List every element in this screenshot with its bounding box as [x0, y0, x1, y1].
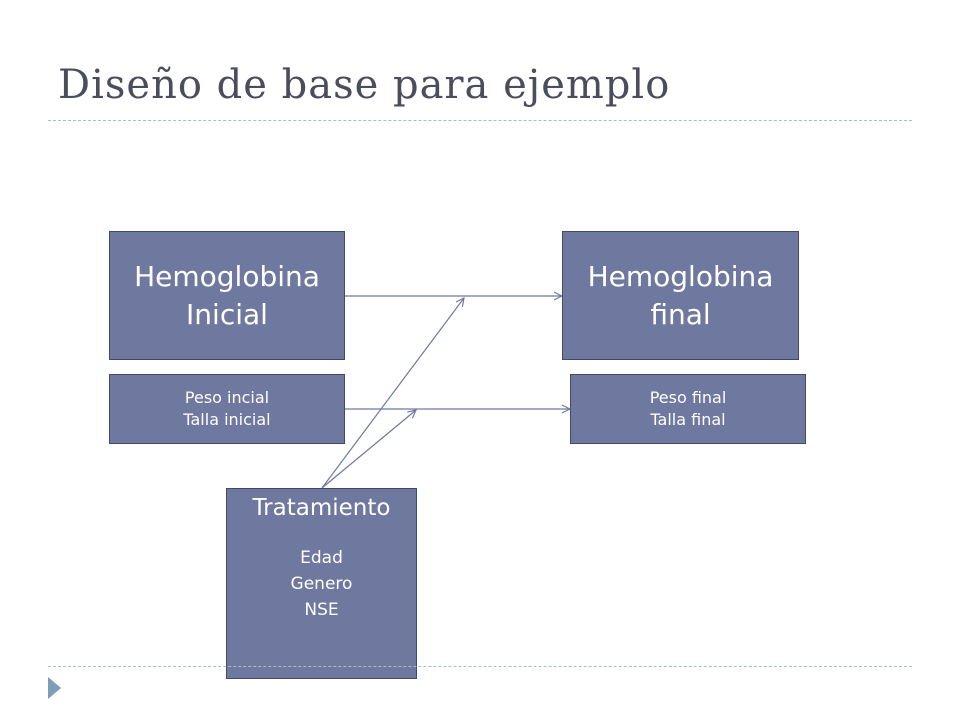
footer-divider — [48, 666, 912, 667]
anthro-final-line1: Peso final — [649, 388, 727, 407]
arrow-treatment-to-anthro — [321, 410, 416, 489]
hb-initial-line1: Hemoglobina — [134, 259, 320, 293]
anthro-final-box: Peso final Talla final — [570, 374, 806, 444]
hb-final-line2: final — [650, 297, 711, 331]
title-divider — [48, 120, 912, 121]
slide-title: Diseño de base para ejemplo — [58, 62, 671, 108]
treatment-box: Tratamiento Edad Genero NSE — [226, 488, 417, 679]
hb-initial-line2: Inicial — [186, 297, 268, 331]
covariate-item: NSE — [304, 600, 339, 620]
covariate-item: Edad — [300, 548, 343, 568]
hb-final-line1: Hemoglobina — [587, 259, 774, 293]
triangle-bullet-icon — [48, 677, 61, 699]
anthro-initial-line1: Peso incial — [184, 388, 270, 407]
hb-initial-box: Hemoglobina Inicial — [109, 231, 345, 360]
anthro-initial-box: Peso incial Talla inicial — [109, 374, 345, 444]
covariate-item: Genero — [290, 574, 353, 594]
treatment-title: Tratamiento — [252, 495, 391, 521]
hb-final-box: Hemoglobina final — [562, 231, 799, 360]
arrow-treatment-to-hb — [321, 298, 464, 489]
anthro-final-line2: Talla final — [650, 410, 726, 429]
anthro-initial-line2: Talla inicial — [183, 410, 271, 429]
